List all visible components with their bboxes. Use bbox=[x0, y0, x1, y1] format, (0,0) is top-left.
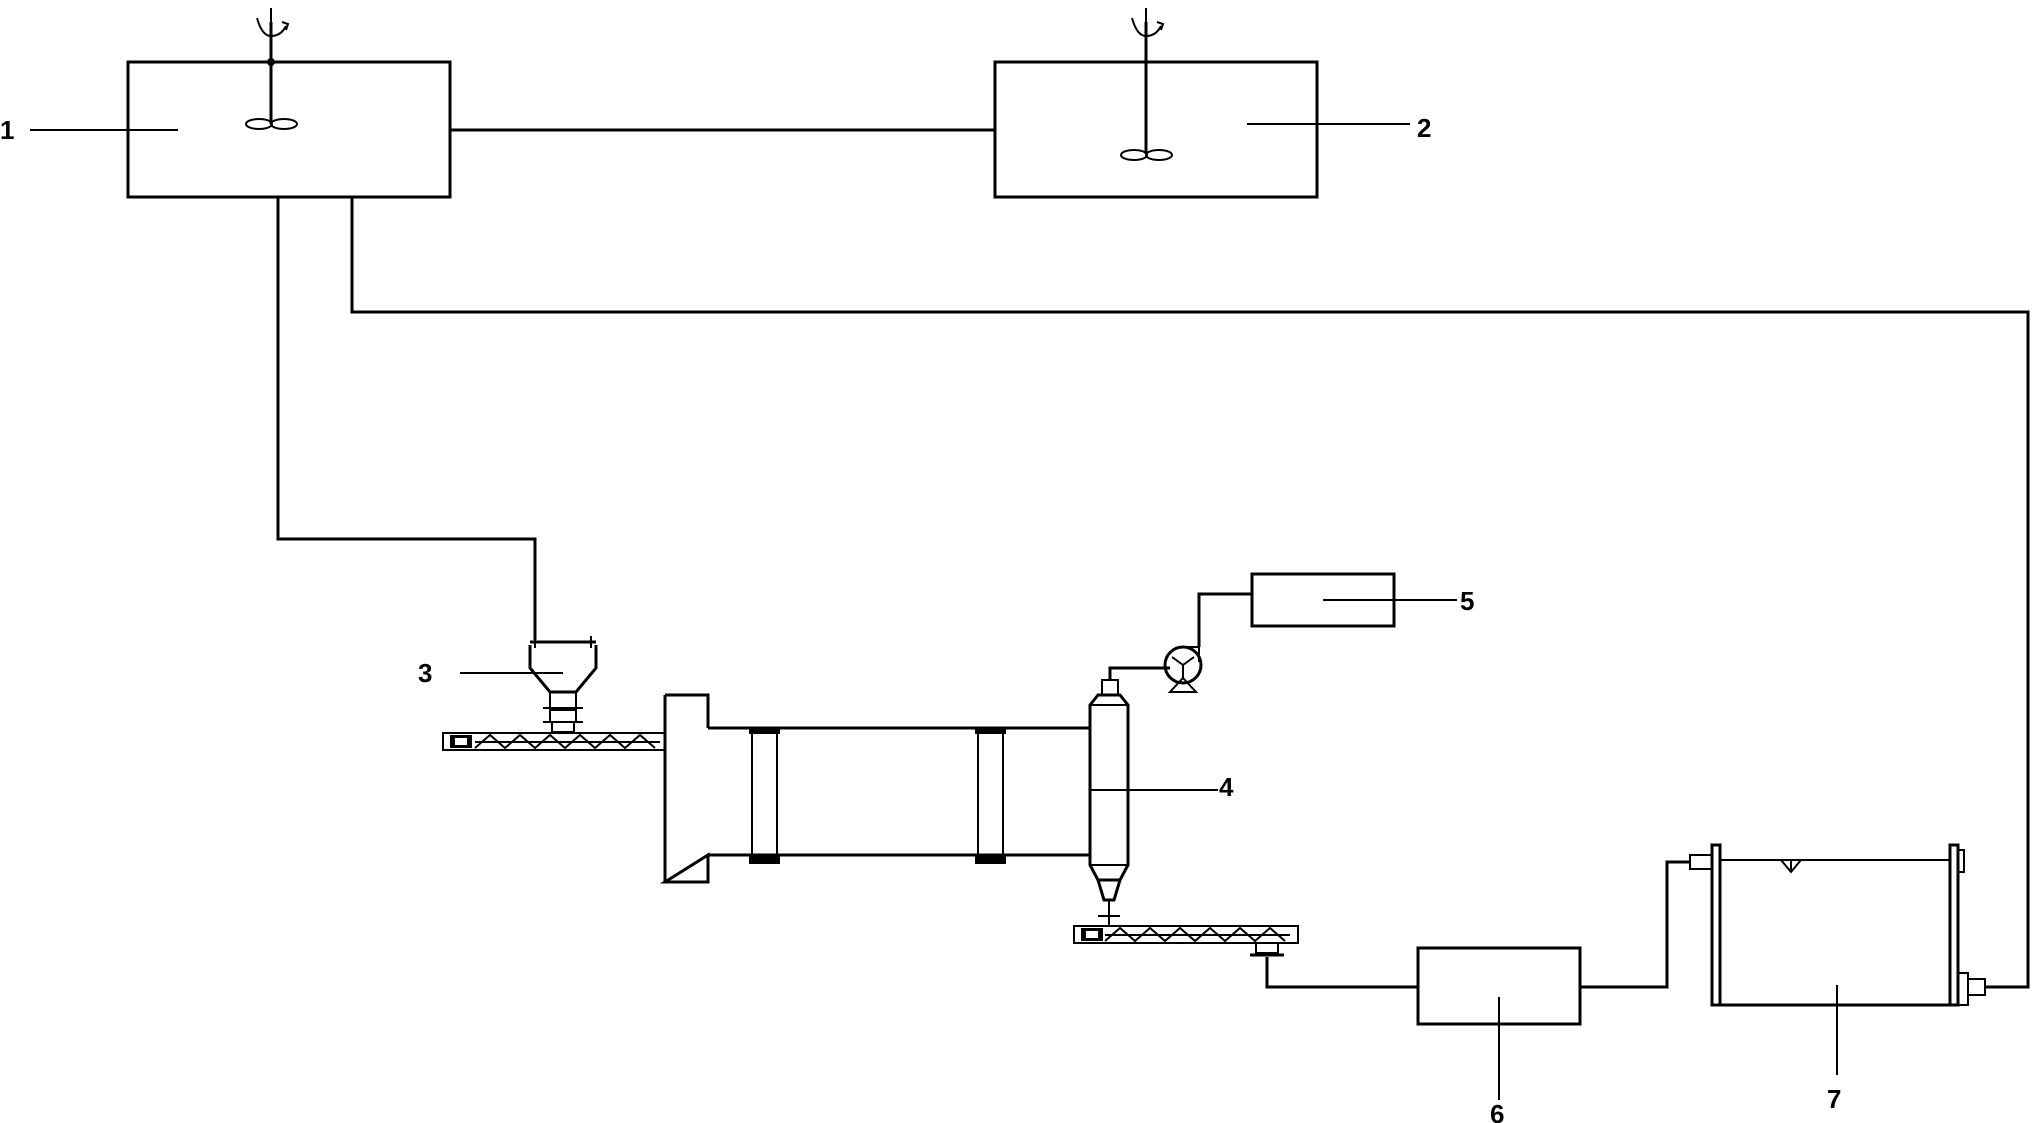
screw-conveyor-discharge bbox=[1073, 925, 1299, 957]
label-5: 5 bbox=[1460, 586, 1474, 616]
hopper-3 bbox=[528, 636, 598, 733]
label-6: 6 bbox=[1490, 1099, 1504, 1123]
rotary-dryer-4 bbox=[659, 679, 1130, 925]
pipe-conveyor-to-6 bbox=[1265, 957, 1418, 989]
label-2: 2 bbox=[1417, 113, 1431, 143]
pipe-6-to-7 bbox=[1580, 860, 1690, 989]
pipe-1-to-hopper bbox=[276, 197, 537, 640]
mixing-tank-1 bbox=[126, 8, 452, 199]
open-tank-7 bbox=[1689, 843, 1986, 1007]
label-7: 7 bbox=[1827, 1084, 1841, 1114]
label-4: 4 bbox=[1219, 772, 1234, 802]
screw-conveyor-feed bbox=[442, 732, 666, 751]
pipe-7-to-1 bbox=[350, 197, 2030, 989]
mixing-tank-2 bbox=[993, 8, 1319, 199]
label-1: 1 bbox=[0, 115, 14, 145]
fan-icon bbox=[1108, 592, 1252, 693]
label-3: 3 bbox=[418, 658, 432, 688]
